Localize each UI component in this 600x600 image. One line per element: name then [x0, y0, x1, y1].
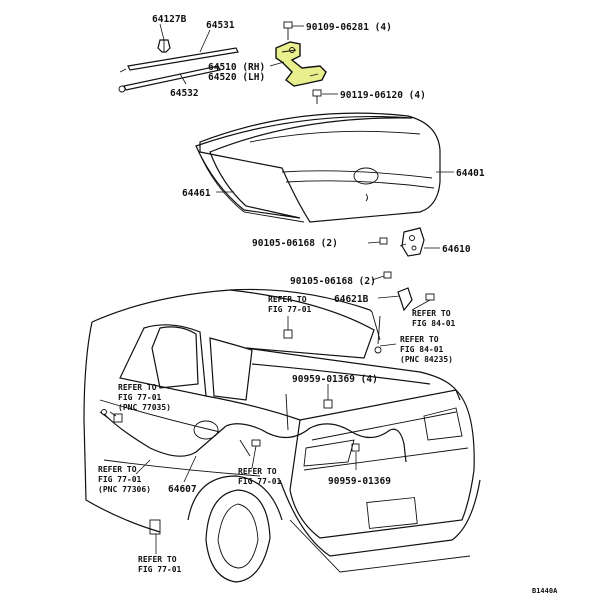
- leader-64532: [179, 73, 187, 85]
- leader-nut-lock: [367, 241, 381, 244]
- ref-fig-77-01-cable: REFER TO FIG 77-01: [238, 467, 282, 486]
- leader-64531: [199, 29, 211, 53]
- leader-nut-cyl: [371, 275, 385, 281]
- lock-64610[interactable]: [399, 227, 425, 257]
- label-nut-90105-lock: 90105-06168 (2): [252, 238, 338, 249]
- leader-r6: [251, 445, 257, 469]
- grommet-bottom[interactable]: [149, 519, 161, 535]
- ref-fig-77-01-pnc77306: REFER TO FIG 77-01 (PNC 77306): [98, 465, 151, 494]
- nut-90105-cyl[interactable]: [383, 271, 435, 301]
- leader-r3: [379, 343, 397, 347]
- label-bolt-90119: 90119-06120 (4): [340, 90, 426, 101]
- rod-64532[interactable]: [118, 65, 221, 93]
- label-clamp-90959-1: 90959-01369: [328, 476, 391, 487]
- clip-64127b[interactable]: [157, 39, 171, 53]
- nut-90105-lock[interactable]: [379, 237, 388, 245]
- car-body: [83, 288, 481, 583]
- trunk-lid-64401[interactable]: [199, 112, 441, 223]
- label-64510: 64510 (RH): [208, 62, 265, 73]
- label-64532: 64532: [170, 88, 199, 99]
- label-64520: 64520 (LH): [208, 72, 265, 83]
- leader-64127b: [159, 23, 165, 41]
- hinge-64510[interactable]: [275, 41, 327, 87]
- label-64621b: 64621B: [334, 294, 369, 305]
- leader-r4: [109, 411, 117, 417]
- rod-64531[interactable]: [119, 47, 239, 73]
- label-64401: 64401: [456, 168, 485, 179]
- ref-fig-84-01: REFER TO FIG 84-01: [412, 309, 456, 328]
- ref-fig-77-01-bottom: REFER TO FIG 77-01: [138, 555, 182, 574]
- clamp-90959-4[interactable]: [323, 399, 333, 409]
- bolt-90109-06281[interactable]: [283, 21, 293, 40]
- leader-r5: [135, 459, 151, 475]
- ref-fig-84-01-pnc: REFER TO FIG 84-01 (PNC 84235): [400, 335, 453, 364]
- label-64461: 64461: [182, 188, 211, 199]
- leader-64607: [183, 455, 197, 483]
- clamp-90959-1[interactable]: [351, 443, 360, 452]
- release-cable-64607[interactable]: [99, 393, 407, 463]
- label-64607: 64607: [168, 484, 197, 495]
- leader-r2: [411, 299, 431, 311]
- clip-left[interactable]: [113, 413, 123, 423]
- label-bolt-90109: 90109-06281 (4): [306, 22, 392, 33]
- label-clamp-90959-4: 90959-01369 (4): [292, 374, 378, 385]
- label-nut-90105-cyl: 90105-06168 (2): [290, 276, 376, 287]
- leader-64621b: [377, 295, 401, 299]
- ref-fig-77-01-roof: REFER TO FIG 77-01: [268, 295, 312, 314]
- lock-cylinder-64621b[interactable]: [374, 287, 413, 354]
- label-64127b: 64127B: [152, 14, 187, 25]
- ref-fig-77-01-pnc77035: REFER TO FIG 77-01 (PNC 77035): [118, 383, 171, 412]
- clip-roof[interactable]: [283, 329, 293, 339]
- label-64610: 64610: [442, 244, 471, 255]
- weatherstrip-64461[interactable]: [195, 115, 413, 223]
- bolt-90119-06120[interactable]: [312, 89, 322, 104]
- figure-code: B1440A: [532, 587, 558, 595]
- leader-64510: [269, 61, 285, 67]
- label-64531: 64531: [206, 20, 235, 31]
